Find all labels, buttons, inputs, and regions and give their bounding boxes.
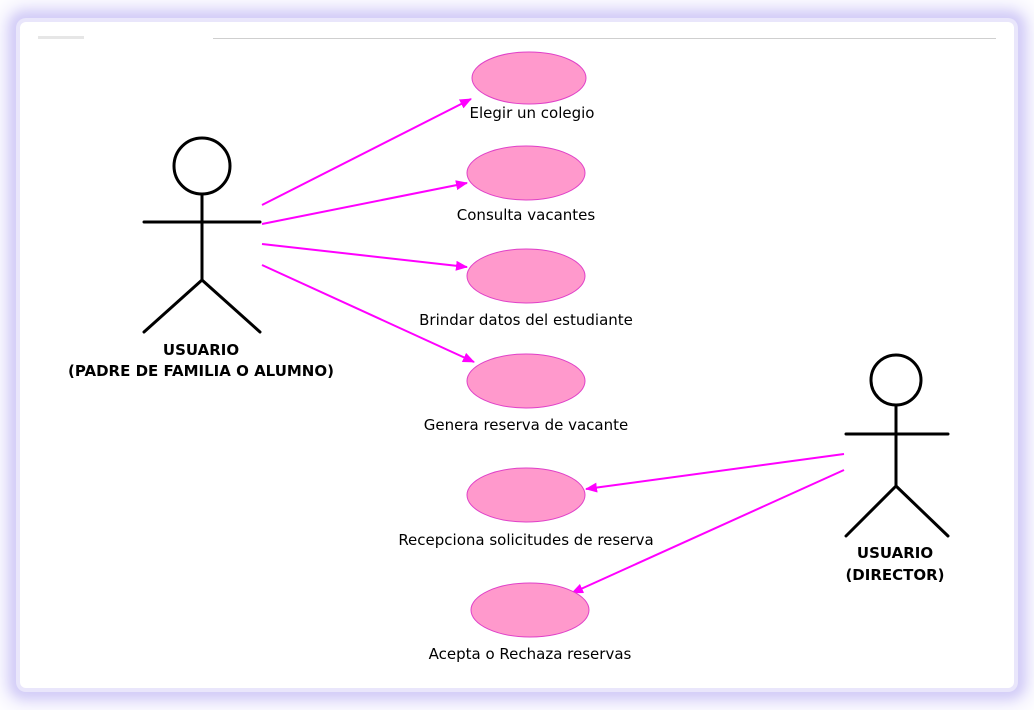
actor-head [869,353,923,407]
actor-label-line2: (DIRECTOR) [845,566,944,584]
actor-usuario-director[interactable] [844,353,950,538]
use-case-ellipse[interactable] [466,248,586,304]
association-consulta[interactable] [261,180,468,225]
association-recepciona[interactable] [585,453,845,493]
associations [261,98,845,594]
association-elegir[interactable] [261,98,472,206]
association-genera[interactable] [261,264,475,363]
use-case-ellipse[interactable] [471,51,587,105]
use-case-brindar[interactable]: Brindar datos del estudiante [419,248,633,329]
use-case-label: Brindar datos del estudiante [419,311,633,329]
use-case-elegir[interactable]: Elegir un colegio [470,51,595,122]
use-case-label: Consulta vacantes [457,206,596,224]
actor-head [172,136,232,196]
use-case-label: Acepta o Rechaza reservas [429,645,632,663]
actor-label-line2: (PADRE DE FAMILIA O ALUMNO) [68,362,334,380]
tab-stub [38,36,84,39]
use-case-label: Elegir un colegio [470,104,595,122]
use-case-label: Genera reserva de vacante [424,416,628,434]
actor-label-line1: USUARIO [857,544,933,562]
use-case-recepciona[interactable]: Recepciona solicitudes de reserva [398,467,654,549]
actor-label-line1: USUARIO [163,341,239,359]
use-case-acepta[interactable]: Acepta o Rechaza reservas [429,582,632,663]
actor-right-leg [894,484,950,538]
use-case-ellipse[interactable] [466,353,586,409]
actor-right-leg [200,278,262,334]
association-acepta[interactable] [571,469,845,594]
use-case-consulta[interactable]: Consulta vacantes [457,145,596,224]
use-case-genera[interactable]: Genera reserva de vacante [424,353,628,434]
use-case-ellipse[interactable] [466,145,586,201]
use-case-ellipse[interactable] [466,467,586,523]
association-brindar[interactable] [261,243,468,271]
actor-usuario-padre[interactable] [142,136,262,334]
actor-left-leg [844,484,898,538]
tab-stub-line [213,38,996,39]
use-case-label: Recepciona solicitudes de reserva [398,531,653,549]
use-case-ellipse[interactable] [470,582,590,638]
actor-left-leg [142,278,204,334]
